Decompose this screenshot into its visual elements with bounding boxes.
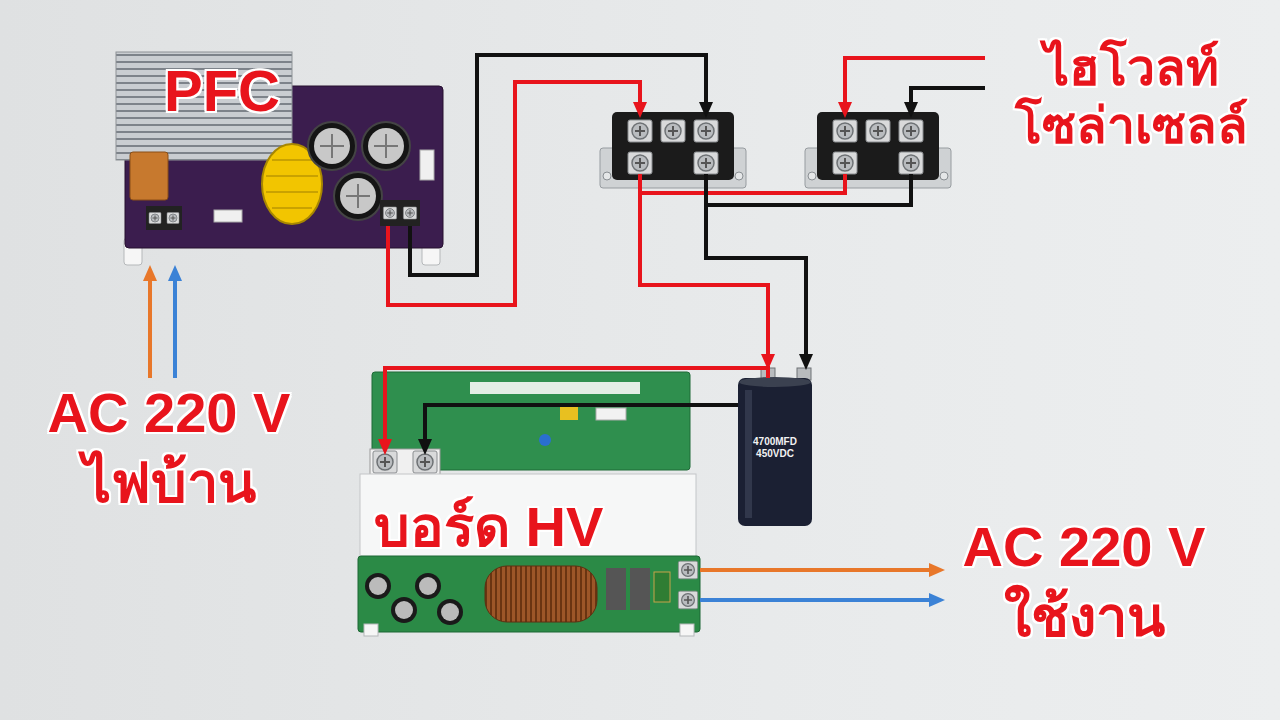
bridge-link-wire <box>640 174 845 193</box>
ac-line-arrow <box>148 273 152 378</box>
capacitor-vent <box>346 184 370 208</box>
capacitor-vent <box>374 134 398 158</box>
relay <box>606 568 626 610</box>
capacitor <box>362 122 410 170</box>
capacitor: 4700MFD 450VDC <box>738 378 812 526</box>
rectifier-body <box>817 112 939 180</box>
capacitor-art <box>738 368 812 526</box>
source-label: ไฮโวลท์ โซล่าเซลล์ <box>992 40 1270 155</box>
ac-neutral-arrow <box>173 273 177 378</box>
capacitor-vent <box>320 134 344 158</box>
dc-negative-wire <box>706 174 806 364</box>
input-terminal <box>370 449 440 475</box>
capacitor-top <box>368 128 404 164</box>
voltage-label: AC 220 V ใช้งาน <box>945 512 1223 652</box>
capacitor-shine <box>745 390 752 518</box>
capacitor <box>437 599 463 625</box>
voltage-label: AC 220 V ไฟบ้าน <box>30 378 308 518</box>
terminal-screw <box>403 207 416 219</box>
pfc-board: PFC <box>120 52 445 265</box>
bridge-rectifier-art <box>600 112 746 188</box>
terminal-screw <box>899 152 923 174</box>
terminal-screw <box>694 120 718 142</box>
mounting-hole <box>808 172 816 180</box>
terminal-screw <box>149 213 161 224</box>
terminal-screw <box>167 213 179 224</box>
silkscreen <box>470 382 640 394</box>
capacitor <box>308 122 356 170</box>
rectifier-body <box>612 112 734 180</box>
capacitor-top <box>314 128 350 164</box>
bridge-link-wire <box>706 174 911 205</box>
mounting-hole <box>940 172 948 180</box>
terminal-screw <box>413 451 437 473</box>
capacitor-top <box>369 577 387 595</box>
ac-line-arrow <box>700 568 937 572</box>
terminal-screw <box>866 120 890 142</box>
board-label: PFC <box>164 56 441 126</box>
dc-negative-wire <box>410 55 706 275</box>
terminal-screw <box>678 561 697 579</box>
mounting-hole <box>603 172 611 180</box>
terminal-screw <box>661 120 685 142</box>
terminal-screw <box>694 152 718 174</box>
terminal-screw <box>628 120 652 142</box>
dc-positive-wire <box>388 82 640 305</box>
capacitor-top <box>441 603 459 621</box>
wires <box>388 55 985 364</box>
solar-positive-wire <box>845 58 985 112</box>
dc-positive-wire <box>385 368 768 447</box>
output-coil <box>485 566 597 622</box>
output-terminal <box>380 200 420 226</box>
capacitor-top <box>395 601 413 619</box>
ac-output-label: AC 220 V ใช้งาน <box>945 512 1223 652</box>
component <box>560 406 578 420</box>
transformer <box>130 152 168 200</box>
hv-board-art <box>358 372 700 636</box>
pfc-board-art <box>116 52 443 265</box>
capacitor <box>334 172 382 220</box>
input-terminal <box>146 206 182 230</box>
board-label: บอร์ด HV <box>374 493 694 560</box>
terminal-screw <box>628 152 652 174</box>
capacitor-can <box>738 378 812 526</box>
bridge-rectifier-art <box>805 112 951 188</box>
standoff <box>364 624 378 636</box>
component <box>596 408 626 420</box>
solar-negative-wire <box>911 88 985 112</box>
capacitor-top <box>340 178 376 214</box>
capacitor-rating: 4700MFD 450VDC <box>742 436 808 460</box>
terminal-screw <box>678 591 697 609</box>
film-capacitor <box>420 150 434 180</box>
power-pcb <box>358 556 700 632</box>
terminal-screw <box>833 152 857 174</box>
film-capacitor <box>214 210 242 222</box>
ac-neutral-arrow <box>700 598 937 602</box>
component <box>539 434 551 446</box>
filter-choke <box>654 572 670 602</box>
dc-negative-wire <box>425 405 738 447</box>
capacitor-lid <box>739 377 811 387</box>
mains-input-label: AC 220 V ไฟบ้าน <box>30 378 308 518</box>
hv-board: บอร์ด HV <box>360 455 700 635</box>
capacitor-top <box>419 577 437 595</box>
capacitor <box>415 573 441 599</box>
relay <box>630 568 650 610</box>
terminal-screw <box>373 451 397 473</box>
mounting-hole <box>735 172 743 180</box>
terminal-screw <box>899 120 923 142</box>
capacitor <box>391 597 417 623</box>
terminal-screw <box>383 207 396 219</box>
terminal-screw <box>833 120 857 142</box>
standoff <box>680 624 694 636</box>
toroid-winding <box>266 160 318 208</box>
capacitor <box>365 573 391 599</box>
